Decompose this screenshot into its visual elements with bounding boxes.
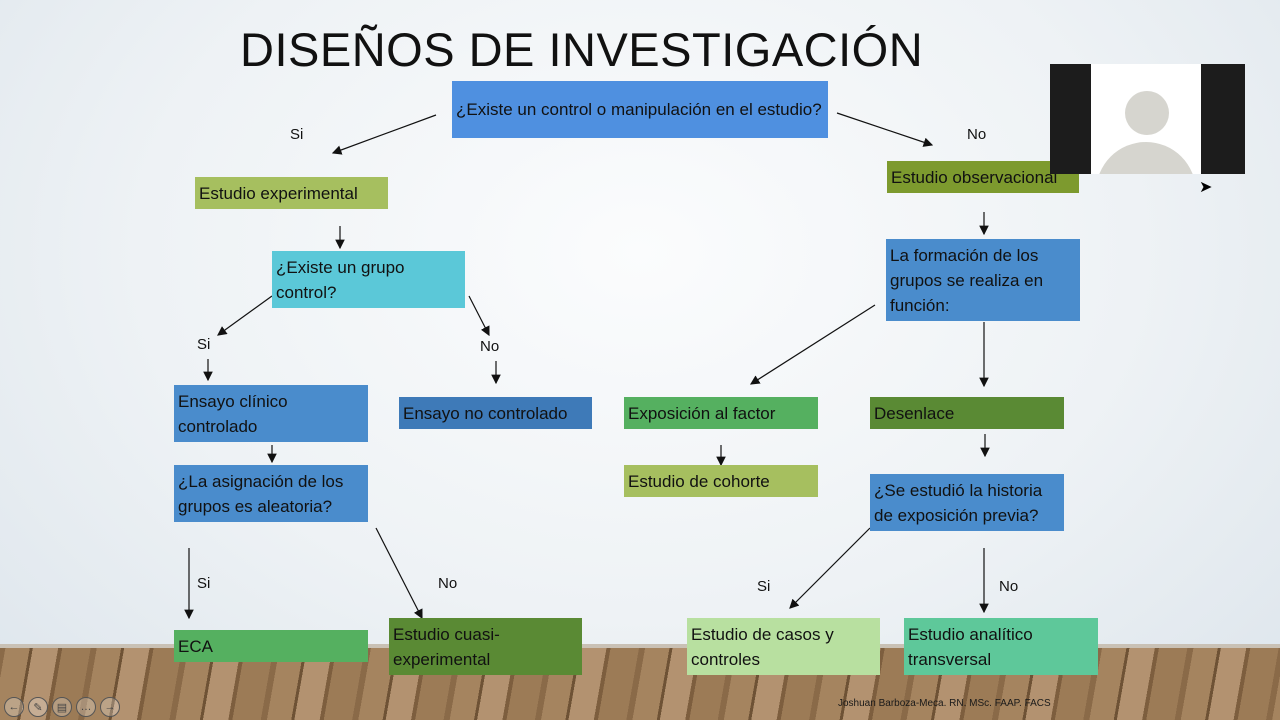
experimental-box: Estudio experimental xyxy=(195,177,388,209)
cohort-box: Estudio de cohorte xyxy=(624,465,818,497)
mouse-cursor-icon: ➤ xyxy=(1199,179,1213,196)
label-no: No xyxy=(967,126,987,143)
label-si: Si xyxy=(197,336,211,353)
cross-sectional-box: Estudio analítico transversal xyxy=(904,618,1098,675)
label-no: No xyxy=(438,575,458,592)
label-si: Si xyxy=(197,575,211,592)
exposure-box: Exposición al factor xyxy=(624,397,818,429)
more-options-icon[interactable]: … xyxy=(76,697,96,717)
pen-icon[interactable]: ✎ xyxy=(28,697,48,717)
slideshow-controls: ← ✎ ▤ … → xyxy=(4,697,120,717)
question-random-box: ¿La asignación de los grupos es aleatori… xyxy=(174,465,368,522)
controlled-trial-box: Ensayo clínico controlado xyxy=(174,385,368,442)
observational-box: Estudio observacional xyxy=(887,161,1079,193)
question-control-box: ¿Existe un control o manipulación en el … xyxy=(452,81,828,138)
webcam-thumbnail xyxy=(1050,64,1245,174)
quasi-experimental-box: Estudio cuasi-experimental xyxy=(389,618,582,675)
label-no: No xyxy=(999,578,1019,595)
outcome-box: Desenlace xyxy=(870,397,1064,429)
question-history-box: ¿Se estudió la historia de exposición pr… xyxy=(870,474,1064,531)
slides-menu-icon[interactable]: ▤ xyxy=(52,697,72,717)
label-si: Si xyxy=(757,578,771,595)
author-credit: Joshuan Barboza-Meca. RN. MSc. FAAP. FAC… xyxy=(838,698,1051,709)
label-si: Si xyxy=(290,126,304,143)
question-group-box: ¿Existe un grupo control? xyxy=(272,251,465,308)
uncontrolled-trial-box: Ensayo no controlado xyxy=(399,397,592,429)
eca-box: ECA xyxy=(174,630,368,662)
case-control-box: Estudio de casos y controles xyxy=(687,618,880,675)
slide-title: DISEÑOS DE INVESTIGACIÓN xyxy=(240,23,924,76)
previous-slide-icon[interactable]: ← xyxy=(4,697,24,717)
next-slide-icon[interactable]: → xyxy=(100,697,120,717)
label-no: No xyxy=(480,338,500,355)
question-formation-box: La formación de los grupos se realiza en… xyxy=(886,239,1080,321)
avatar-placeholder-icon xyxy=(1091,64,1201,174)
